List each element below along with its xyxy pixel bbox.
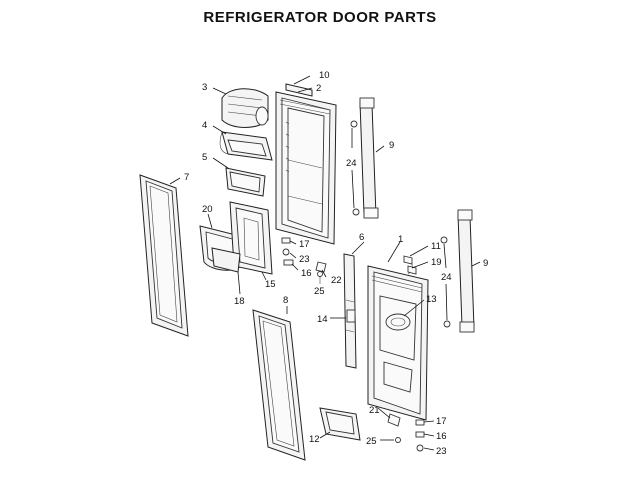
callout-13: 13 xyxy=(426,294,437,305)
hinge-pin-left[interactable] xyxy=(282,248,290,256)
ice-bucket-assembly[interactable] xyxy=(211,201,273,275)
screw-left[interactable] xyxy=(317,271,323,285)
callout-17-lower: 17 xyxy=(436,416,447,427)
wire-harness[interactable] xyxy=(403,255,413,275)
callout-18: 18 xyxy=(234,296,245,307)
callout-19: 19 xyxy=(431,257,442,268)
handle-screw-right-upper[interactable] xyxy=(440,236,448,244)
callout-8: 8 xyxy=(283,295,288,306)
dairy-door-cover[interactable] xyxy=(221,88,269,128)
handle-screw-right-lower[interactable] xyxy=(443,320,451,328)
dispenser-column[interactable] xyxy=(343,253,357,369)
door-closer-right[interactable] xyxy=(415,431,425,438)
door-handle-left[interactable] xyxy=(359,97,379,219)
callout-3: 3 xyxy=(202,82,207,93)
callout-9-upper: 9 xyxy=(389,140,394,151)
dairy-bin[interactable] xyxy=(219,131,273,161)
door-stop-left[interactable] xyxy=(281,237,291,244)
callout-25-upper: 25 xyxy=(314,286,325,297)
water-tube[interactable] xyxy=(385,313,411,331)
callout-15: 15 xyxy=(265,279,276,290)
callout-5: 5 xyxy=(202,152,207,163)
door-stop-right[interactable] xyxy=(415,419,425,426)
hinge-pin-right[interactable] xyxy=(416,444,424,452)
callout-labels: 10 2 3 4 5 7 20 9 24 17 23 16 22 25 15 1… xyxy=(184,70,488,457)
spring-clip[interactable] xyxy=(315,261,327,273)
callout-11: 11 xyxy=(431,241,441,252)
callout-22: 22 xyxy=(331,275,342,286)
door-bin-lower[interactable] xyxy=(319,407,361,441)
callout-20: 20 xyxy=(202,204,213,215)
callout-7: 7 xyxy=(184,172,189,183)
callout-6: 6 xyxy=(359,232,364,243)
callout-14: 14 xyxy=(317,314,328,325)
callout-17-upper: 17 xyxy=(299,239,310,250)
refrigerator-door-right[interactable] xyxy=(367,265,429,421)
door-gasket-lower[interactable] xyxy=(252,309,306,461)
callout-24-upper: 24 xyxy=(346,158,357,169)
handle-screw-upper[interactable] xyxy=(350,120,358,128)
callout-24-lower: 24 xyxy=(441,272,452,283)
callout-12: 12 xyxy=(309,434,320,445)
handle-screw-lower[interactable] xyxy=(352,208,360,216)
door-gasket-upper-left[interactable] xyxy=(139,174,189,337)
callout-16-upper: 16 xyxy=(301,268,312,279)
callout-16-lower: 16 xyxy=(436,431,447,442)
refrigerator-door-left[interactable] xyxy=(275,91,337,245)
callout-23-lower: 23 xyxy=(436,446,447,457)
callout-1: 1 xyxy=(398,234,403,245)
callout-23-upper: 23 xyxy=(299,254,310,265)
diagram-title: REFRIGERATOR DOOR PARTS xyxy=(203,9,437,26)
door-bin-upper[interactable] xyxy=(225,167,266,197)
door-closer-left[interactable] xyxy=(283,259,294,266)
callout-9-lower: 9 xyxy=(483,258,488,269)
callout-21: 21 xyxy=(369,405,380,416)
callout-10: 10 xyxy=(319,70,330,81)
door-cap-upper[interactable] xyxy=(285,83,313,97)
callout-4: 4 xyxy=(202,120,207,131)
hinge-cover[interactable] xyxy=(387,413,401,427)
door-handle-right[interactable] xyxy=(457,209,475,333)
screw-right[interactable] xyxy=(395,437,401,443)
callout-2: 2 xyxy=(316,83,321,94)
callout-25-lower: 25 xyxy=(366,436,377,447)
leader-lines xyxy=(169,75,481,451)
